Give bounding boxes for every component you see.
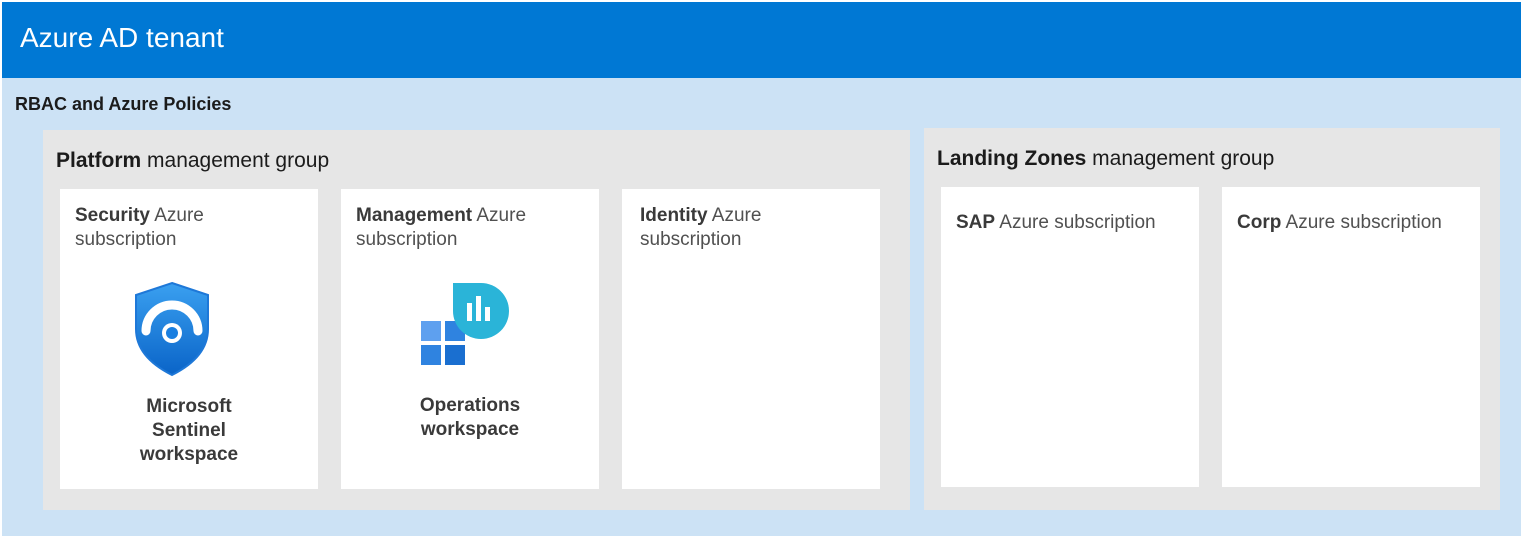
sentinel-workspace-label: Microsoft Sentinel workspace [139,396,239,465]
tenant-header: Azure AD tenant [2,2,1521,78]
rbac-policies-label: RBAC and Azure Policies [15,94,232,114]
sap-subscription: SAP Azure subscription [941,187,1199,487]
landing-zones-group-title: Landing Zones management group [937,147,1275,170]
corp-subscription: Corp Azure subscription [1222,187,1480,487]
log-analytics-workspace-icon [421,283,509,365]
management-subscription-title: Management Azure subscription [356,205,527,250]
operations-workspace-label: Operations workspace [419,395,521,440]
landing-zones-management-group: Landing Zones management group SAP Azure… [924,128,1500,510]
platform-management-group: Platform management group Security Azure… [43,130,910,510]
identity-subscription: Identity Azure subscription [622,189,880,489]
security-subscription-title: Security Azure subscription [75,205,204,250]
microsoft-sentinel-icon [135,281,209,377]
platform-group-title: Platform management group [56,149,330,172]
tenant-title: Azure AD tenant [20,22,224,53]
sap-subscription-title: SAP Azure subscription [956,212,1156,233]
corp-subscription-title: Corp Azure subscription [1237,212,1442,233]
security-subscription: Security Azure subscription Microsoft Se… [60,189,318,489]
management-subscription: Management Azure subscription Operations… [341,189,599,489]
identity-subscription-title: Identity Azure subscription [640,205,762,250]
